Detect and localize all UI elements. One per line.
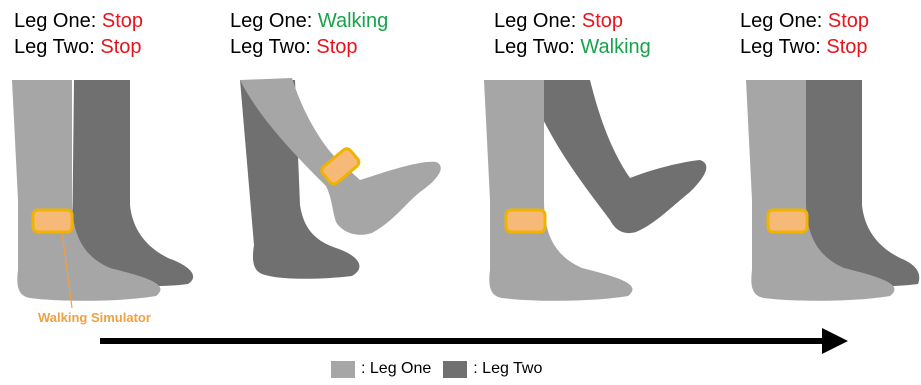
walking-simulator-device [506,210,545,232]
legend-label-leg-one: : Leg One [361,360,431,378]
legend-item-leg-two: : Leg Two [443,360,542,378]
frame-4-legs [746,80,919,301]
leg-two-shape [526,80,706,233]
legend-swatch-leg-two [443,361,467,378]
legend-swatch-leg-one [331,361,355,378]
legend: : Leg One : Leg Two [331,360,554,378]
legend-item-leg-one: : Leg One [331,360,431,378]
frame-2-legs [240,78,441,279]
frame-3-legs [484,80,706,301]
arrow-head-icon [822,328,848,354]
walking-simulator-device [33,210,72,232]
walking-simulator-callout: Walking Simulator [38,310,151,325]
frame-1-legs [12,80,193,308]
progress-arrow [100,328,848,354]
walking-simulator-device [768,210,807,232]
legend-label-leg-two: : Leg Two [473,360,542,378]
